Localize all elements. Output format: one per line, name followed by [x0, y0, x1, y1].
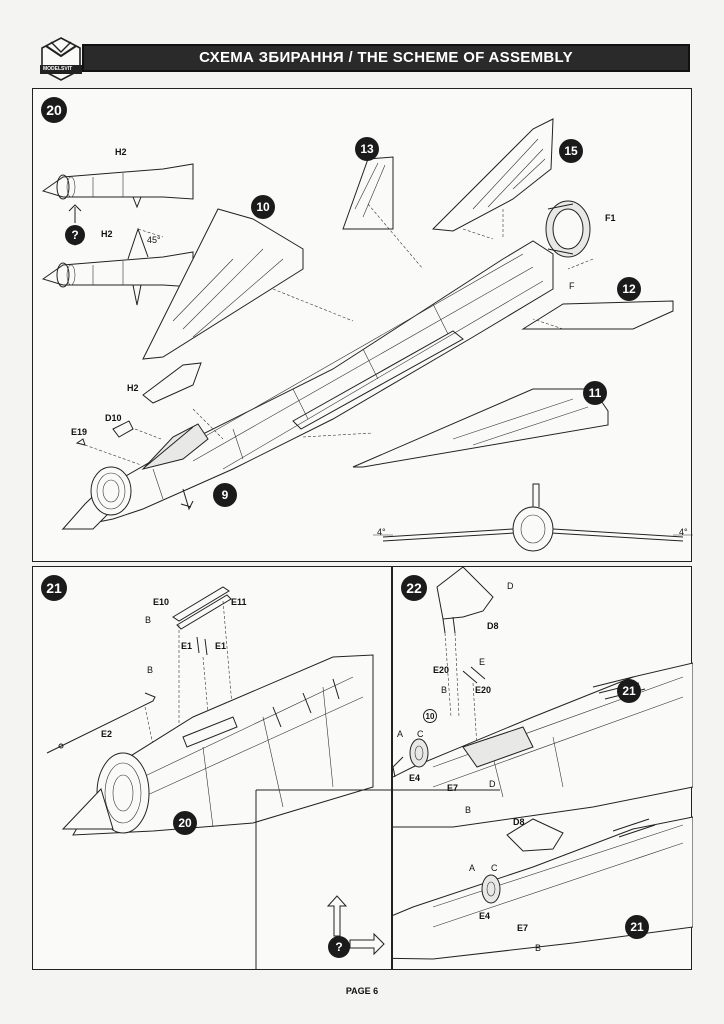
label-e20-a: E20 — [433, 665, 450, 675]
label-anhedral-left: 4° — [377, 527, 386, 537]
fuselage — [61, 240, 554, 530]
label-e4-b: E4 — [479, 911, 491, 921]
label-b-3: B — [535, 943, 542, 953]
label-d8-b: D8 — [513, 817, 525, 827]
step-20-badge: 20 — [41, 97, 67, 123]
label-a: A — [397, 729, 404, 739]
modelsvit-logo — [40, 37, 82, 81]
label-f: F — [569, 281, 575, 291]
label-e2: E2 — [101, 729, 113, 739]
label-d8: D8 — [487, 621, 499, 631]
label-f1: F1 — [605, 213, 616, 223]
page-number: PAGE 6 — [345, 986, 379, 996]
step-20-drawing — [41, 118, 693, 552]
label-c: C — [417, 729, 424, 739]
label-e11: E11 — [231, 597, 247, 607]
ref-12-badge: 12 — [617, 277, 641, 301]
front-view-anhedral — [373, 483, 693, 552]
label-e19: E19 — [71, 427, 88, 437]
ref-15-badge: 15 — [559, 139, 583, 163]
label-b-1: B — [145, 615, 152, 625]
left-wing-part-10 — [142, 208, 304, 360]
label-e10: E10 — [153, 597, 170, 607]
label-b-1: B — [441, 685, 448, 695]
rear-fuselage-view-top — [41, 163, 194, 209]
ref-10-badge: 10 — [251, 195, 275, 219]
label-c-2: C — [491, 863, 498, 873]
alternative-question-badge: ? — [65, 225, 85, 245]
ref-9-badge: 9 — [213, 483, 237, 507]
label-b-2: B — [465, 805, 472, 815]
step-22-panel: 22 21 21 D D8 E E20 B E20 10 A C E4 E7 D… — [392, 566, 693, 970]
label-h2-top: H2 — [115, 147, 127, 157]
right-wing-part-11 — [352, 388, 609, 468]
label-d-2: D — [489, 779, 496, 789]
step-21-drawing — [46, 586, 374, 836]
ref-21-badge-lower: 21 — [625, 915, 649, 939]
rear-fuselage-view-bottom — [41, 227, 194, 306]
ref-13-badge: 13 — [355, 137, 379, 161]
label-e4: E4 — [409, 773, 421, 783]
label-d10: D10 — [105, 413, 122, 423]
nozzle-part-f1 — [545, 200, 591, 258]
header-title: СХЕМА ЗБИРАННЯ / THE SCHEME OF ASSEMBLY — [199, 49, 573, 66]
label-e: E — [479, 657, 486, 667]
label-b-2: B — [147, 665, 154, 675]
page-header: MODELSVIT СХЕМА ЗБИРАННЯ / THE SCHEME OF… — [30, 36, 690, 81]
label-d: D — [507, 581, 514, 591]
label-h2-mid: H2 — [101, 229, 113, 239]
ref-10-circle: 10 — [423, 709, 437, 723]
step-22-badge: 22 — [401, 575, 427, 601]
right-stabilizer-part-12 — [521, 300, 674, 330]
label-h2-canopy: H2 — [127, 383, 139, 393]
label-e1-b: E1 — [215, 641, 227, 651]
vertical-fin-part-13 — [342, 156, 394, 230]
label-45-degree: 45° — [147, 235, 161, 245]
vertical-fin-part-15 — [431, 118, 554, 232]
header-bar — [82, 44, 690, 72]
label-e1-a: E1 — [181, 641, 193, 651]
step-21-badge: 21 — [41, 575, 67, 601]
label-e7: E7 — [447, 783, 459, 793]
step-22-drawing — [393, 567, 693, 960]
view-direction-question-badge: ? — [328, 936, 350, 958]
logo-text: MODELSVIT — [43, 66, 73, 72]
step-20-panel: 20 13 15 10 12 11 9 ? H2 H2 45° F1 F H2 … — [32, 88, 693, 562]
ref-21-badge-upper: 21 — [617, 679, 641, 703]
step-21-panel: 21 20 E10 E11 B E1 E1 B E2 — [32, 566, 392, 970]
label-e7-b: E7 — [517, 923, 529, 933]
label-e20-b: E20 — [475, 685, 492, 695]
label-anhedral-right: 4° — [679, 527, 688, 537]
label-a-2: A — [469, 863, 476, 873]
ref-20-badge: 20 — [173, 811, 197, 835]
ref-11-badge: 11 — [583, 381, 607, 405]
